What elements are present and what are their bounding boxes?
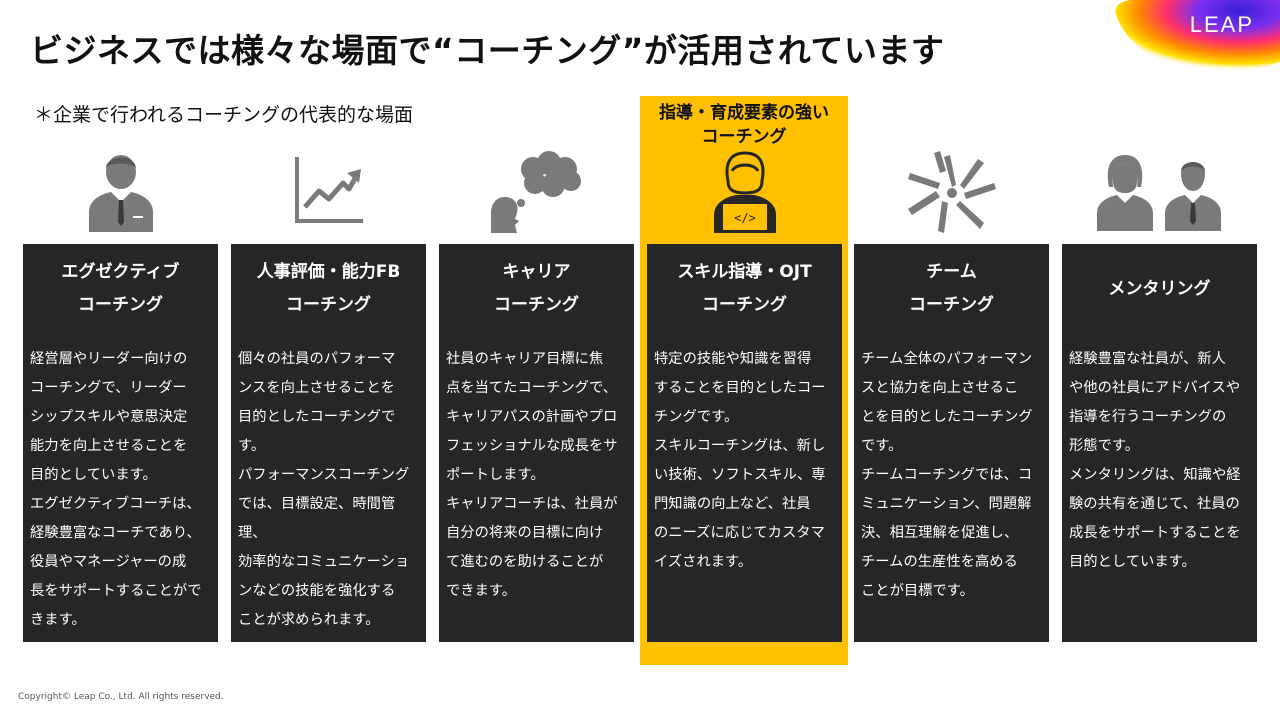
card-title: チーム コーチング [854, 252, 1049, 326]
card-career-coaching: キャリア コーチング 社員のキャリア目標に焦 点を当てたコーチングで、 キャリア… [439, 244, 634, 642]
card-body: 経験豊富な社員が、新人 や他の社員にアドバイスや 指導を行うコーチングの 形態で… [1069, 351, 1241, 570]
card-title-line2: コーチング [702, 295, 787, 315]
growth-chart-icon [231, 148, 426, 234]
leap-logo: LEAP [1110, 0, 1280, 72]
card-performance-coaching: 人事評価・能力FB コーチング 個々の社員のパフォーマ ンスを向上させることを … [231, 244, 426, 642]
card-title-line1: キャリア [502, 262, 571, 282]
developer-laptop-icon: </> [647, 148, 842, 234]
card-title-line1: エグゼクティブ [61, 262, 180, 282]
card-title-line1: チーム [926, 262, 977, 282]
page-title: ビジネスでは様々な場面で“コーチング”が活用されています [30, 31, 945, 70]
logo-text: LEAP [1189, 12, 1254, 37]
card-title: キャリア コーチング [439, 252, 634, 326]
card-body: 経営層やリーダー向けの コーチングで、リーダー シップスキルや意思決定 能力を向… [30, 351, 202, 628]
team-hands-icon [854, 148, 1049, 234]
card-title: エグゼクティブ コーチング [23, 252, 218, 326]
svg-text:</>: </> [734, 211, 756, 225]
card-executive-coaching: エグゼクティブ コーチング 経営層やリーダー向けの コーチングで、リーダー シッ… [23, 244, 218, 642]
card-title-line1: メンタリング [1108, 278, 1211, 299]
card-body: 個々の社員のパフォーマ ンスを向上させることを 目的としたコーチングです。 パフ… [238, 351, 410, 628]
mentor-pair-icon [1062, 148, 1257, 234]
card-title-line2: コーチング [494, 295, 579, 315]
highlight-label-line1: 指導・育成要素の強い [659, 103, 829, 123]
card-title-line1: スキル指導・OJT [677, 262, 812, 282]
card-team-coaching: チーム コーチング チーム全体のパフォーマン スと協力を向上させるこ とを目的と… [854, 244, 1049, 642]
card-title-line2: コーチング [909, 295, 994, 315]
card-body: チーム全体のパフォーマン スと協力を向上させるこ とを目的としたコーチング です… [861, 351, 1033, 599]
card-body: 特定の技能や知識を習得 することを目的としたコー チングです。 スキルコーチング… [654, 351, 826, 570]
card-title: メンタリング [1062, 252, 1257, 326]
thinking-head-icon [439, 148, 634, 234]
leap-logo-graphic [1115, 0, 1280, 72]
businessman-icon [23, 148, 218, 234]
card-title: スキル指導・OJT コーチング [647, 252, 842, 326]
card-title-line2: コーチング [78, 295, 163, 315]
copyright-text: Copyright© Leap Co., Ltd. All rights res… [18, 692, 224, 702]
card-title-line1: 人事評価・能力FB [256, 262, 401, 282]
highlight-label: 指導・育成要素の強い コーチング [640, 101, 848, 149]
card-body: 社員のキャリア目標に焦 点を当てたコーチングで、 キャリアパスの計画やプロ フェ… [446, 351, 618, 599]
card-title-line2: コーチング [286, 295, 371, 315]
card-skill-ojt-coaching: スキル指導・OJT コーチング 特定の技能や知識を習得 することを目的としたコー… [647, 244, 842, 642]
card-mentoring: メンタリング 経験豊富な社員が、新人 や他の社員にアドバイスや 指導を行うコーチ… [1062, 244, 1257, 642]
highlight-label-line2: コーチング [701, 127, 787, 147]
card-title: 人事評価・能力FB コーチング [231, 252, 426, 326]
section-subtitle: ＊企業で行われるコーチングの代表的な場面 [34, 104, 414, 126]
